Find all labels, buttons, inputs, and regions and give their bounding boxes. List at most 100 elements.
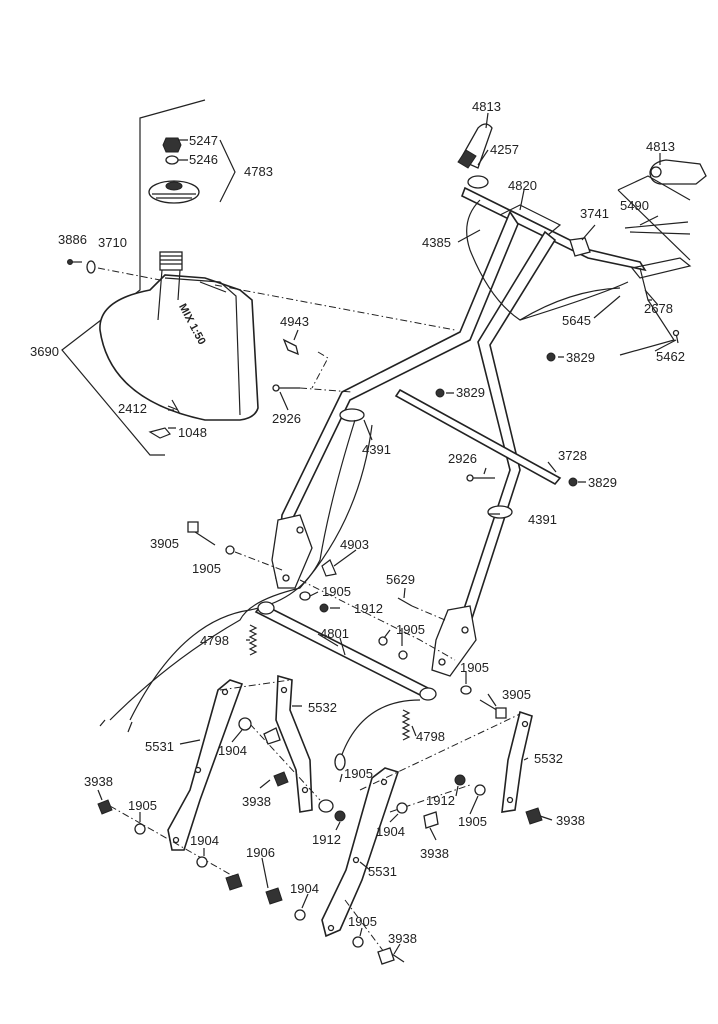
bracket-4783	[219, 139, 236, 203]
clamp-3741	[569, 237, 591, 257]
label-1912b: 1912	[312, 832, 341, 847]
washer-1904-a	[238, 717, 252, 731]
clamp-4391-left	[339, 408, 365, 422]
leader-bottom	[203, 848, 401, 955]
label-4257: 4257	[490, 142, 519, 157]
leader-mid	[363, 356, 586, 515]
label-5490: 5490	[620, 198, 649, 213]
label-3938a: 3938	[84, 774, 113, 789]
bracket-5531-right	[321, 767, 400, 938]
label-2926b: 2926	[448, 451, 477, 466]
label-5532b: 5532	[534, 751, 563, 766]
label-3905a: 3905	[150, 536, 179, 551]
bolt-3938-c	[423, 811, 439, 829]
label-3829b: 3829	[456, 385, 485, 400]
dashline-tank-screw	[97, 267, 161, 281]
rod-4801-end-right	[419, 687, 437, 701]
crossbar-3728	[394, 388, 562, 486]
b5532r-hole2	[506, 796, 514, 804]
nut-1912-c	[454, 774, 466, 786]
washer-1905-b	[299, 591, 311, 601]
label-1905e: 1905	[128, 798, 157, 813]
label-1905c: 1905	[396, 622, 425, 637]
tank-cap-ribs	[152, 193, 196, 199]
label-3938e: 3938	[388, 931, 417, 946]
lower-brackets	[97, 674, 543, 965]
label-2412: 2412	[118, 401, 147, 416]
label-5462: 5462	[656, 349, 685, 364]
bolt-3938-b2	[273, 771, 289, 787]
label-1904d: 1904	[290, 881, 319, 896]
label-1912c: 1912	[426, 793, 455, 808]
dashline-center	[299, 579, 456, 661]
label-2926a: 2926	[272, 411, 301, 426]
b5532l-hole1	[280, 686, 288, 694]
label-5531b: 5531	[368, 864, 397, 879]
bolt-3938-a	[97, 799, 113, 815]
washer-1905-g	[474, 784, 486, 796]
label-4813b: 4813	[646, 139, 675, 154]
nut-3829-low	[568, 477, 578, 487]
dashline-5629	[411, 605, 446, 621]
nut-1906-b	[265, 887, 283, 905]
rod-4801-tick	[339, 637, 346, 656]
washer-1905-d	[460, 685, 472, 695]
washer-1912-a-inner	[378, 636, 388, 646]
dashline-tank-handle	[214, 284, 456, 331]
rod-4801-end-left	[257, 601, 275, 615]
label-5247: 5247	[189, 133, 218, 148]
cable-5645	[519, 281, 629, 321]
leader-upper	[457, 112, 677, 352]
washer-3710	[86, 260, 96, 274]
tank-neck-thread	[160, 255, 182, 265]
b5531r-hole2	[352, 856, 360, 864]
label-3829a: 3829	[566, 350, 595, 365]
nut-1912-b	[334, 810, 346, 822]
washer-1904-c	[196, 856, 208, 868]
label-3728: 3728	[558, 448, 587, 463]
plate-right-hole2	[438, 658, 446, 666]
plate-left	[271, 514, 313, 589]
label-4391b: 4391	[528, 512, 557, 527]
pin-5629	[397, 597, 413, 607]
b5531l-hole1	[221, 688, 229, 696]
dashlines-lower	[109, 679, 521, 961]
nut-1912-a	[319, 603, 329, 613]
tank-cap-knob	[165, 181, 183, 191]
nut-1906	[225, 873, 243, 891]
label-4943: 4943	[280, 314, 309, 329]
cable-lower	[339, 699, 421, 761]
label-4798a: 4798	[200, 633, 229, 648]
bolt-2926-upper-head	[272, 384, 280, 392]
washer-1904-d	[294, 909, 306, 921]
bolt-3938-d	[525, 807, 543, 825]
leader-cap	[178, 139, 188, 161]
b5531l-hole3	[172, 836, 180, 844]
plate-left-hole2	[282, 574, 290, 582]
label-1905b: 1905	[322, 584, 351, 599]
label-3886: 3886	[58, 232, 87, 247]
label-1905f: 1905	[344, 766, 373, 781]
handlebar-crossbar	[460, 186, 647, 272]
label-3938b: 3938	[242, 794, 271, 809]
plate-left-hole	[296, 526, 304, 534]
label-1912a: 1912	[354, 601, 383, 616]
leader-left	[168, 329, 299, 429]
clip-2412	[167, 399, 181, 415]
label-4813a: 4813	[472, 99, 501, 114]
screw-3886-head	[67, 259, 73, 265]
fuel-tank-edge	[164, 277, 241, 416]
bolt-3905-lower-head	[495, 707, 507, 719]
grip-end-cap	[650, 166, 662, 178]
lever-4257	[457, 149, 477, 169]
clamp-4391-right	[487, 505, 513, 519]
bolt-3938-e	[377, 947, 395, 965]
fuel-tank-handle	[199, 281, 227, 293]
label-4391a: 4391	[362, 442, 391, 457]
cable-main	[129, 419, 356, 721]
handlebar-group	[457, 123, 707, 356]
label-3829c: 3829	[588, 475, 617, 490]
dashline-3905-upper	[234, 551, 283, 571]
